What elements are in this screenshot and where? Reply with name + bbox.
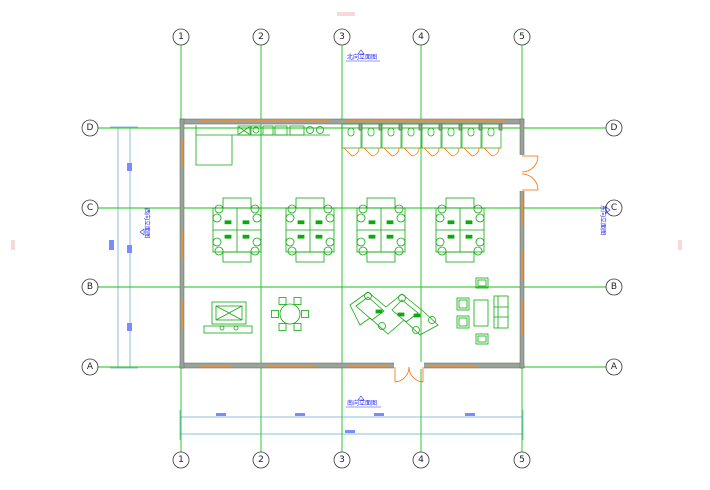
desk-cluster-icon: [212, 197, 262, 263]
svg-text:C: C: [87, 203, 93, 213]
bottom-dimension-lines: [179, 410, 524, 440]
desk-cluster-icon: [356, 197, 406, 263]
grid-bubble-col-4-top: 4: [412, 28, 430, 46]
svg-text:4: 4: [418, 455, 424, 465]
desk-cluster-icon: [435, 197, 485, 263]
grid-bubble-row-C-right: C: [605, 199, 623, 217]
grid-bubble-col-5-bottom: 5: [513, 451, 531, 469]
grid-bubble-row-B-right: B: [605, 278, 623, 296]
svg-text:D: D: [87, 123, 94, 133]
toilet-stall-icon: [481, 123, 503, 157]
svg-text:A: A: [611, 362, 618, 372]
svg-text:C: C: [611, 203, 617, 213]
svg-text:B: B: [611, 282, 617, 292]
grid-bubble-col-2-top: 2: [252, 28, 270, 46]
grid-bubble-col-1-bottom: 1: [172, 451, 190, 469]
toilet-stalls: [341, 123, 503, 157]
grid-bubble-col-5-top: 5: [513, 28, 531, 46]
zigzag-workstation: [349, 291, 439, 336]
svg-text:3: 3: [339, 32, 345, 42]
toilet-stall-icon: [341, 123, 363, 157]
grid-bubble-row-A-left: A: [81, 358, 99, 376]
east-view-label: 东向立面图: [599, 205, 607, 235]
toilet-stall-icon: [401, 123, 423, 157]
svg-text:D: D: [611, 123, 618, 133]
top-handle: [337, 12, 355, 16]
sofa-icon: [456, 277, 509, 345]
north-view-tag[interactable]: 北向立面图: [346, 49, 380, 62]
toilet-stall-icon: [381, 123, 403, 157]
reception-desk: [203, 301, 253, 334]
grid-lines: [98, 45, 607, 452]
south-view-label: 南向立面图: [347, 399, 377, 407]
grid-bubble-col-4-bottom: 4: [412, 451, 430, 469]
south-view-tag[interactable]: 南向立面图: [346, 395, 381, 408]
left-dimension-marks: [109, 163, 132, 331]
svg-text:5: 5: [519, 455, 525, 465]
toilet-stall-icon: [421, 123, 443, 157]
svg-text:1: 1: [178, 32, 184, 42]
svg-text:2: 2: [258, 455, 264, 465]
grid-bubble-col-3-bottom: 3: [333, 451, 351, 469]
grid-bubble-row-C-left: C: [81, 199, 99, 217]
svg-text:2: 2: [258, 32, 264, 42]
west-view-tag[interactable]: 西向立面图: [139, 208, 151, 238]
west-view-label: 西向立面图: [143, 208, 151, 238]
side-door-icon[interactable]: [518, 155, 539, 191]
svg-text:1: 1: [178, 455, 184, 465]
left-handle: [11, 240, 15, 250]
east-view-tag[interactable]: 东向立面图: [599, 205, 611, 235]
entrance-door-icon[interactable]: [394, 362, 424, 383]
left-dimension-lines: [110, 126, 138, 369]
toilet-stall-icon: [441, 123, 463, 157]
svg-text:4: 4: [418, 32, 424, 42]
grid-bubble-row-B-left: B: [81, 278, 99, 296]
exterior-walls: [179, 118, 525, 369]
grid-bubble-col-3-top: 3: [333, 28, 351, 46]
kitchen-counter: [195, 125, 330, 166]
desk-cluster-icon: [285, 197, 335, 263]
round-table-icon: [271, 297, 309, 331]
grid-bubble-row-A-right: A: [605, 358, 623, 376]
grid-bubble-col-2-bottom: 2: [252, 451, 270, 469]
grid-bubble-col-1-top: 1: [172, 28, 190, 46]
toilet-stall-icon: [461, 123, 483, 157]
svg-text:3: 3: [339, 455, 345, 465]
svg-text:5: 5: [519, 32, 525, 42]
svg-text:B: B: [87, 282, 93, 292]
toilet-stall-icon: [361, 123, 383, 157]
north-view-label: 北向立面图: [347, 53, 377, 61]
desk-clusters: [212, 197, 485, 263]
grid-bubble-row-D-left: D: [81, 119, 99, 137]
right-handle: [678, 240, 682, 250]
grid-bubble-row-D-right: D: [605, 119, 623, 137]
bottom-dimension-marks: [216, 413, 475, 433]
svg-text:A: A: [87, 362, 94, 372]
